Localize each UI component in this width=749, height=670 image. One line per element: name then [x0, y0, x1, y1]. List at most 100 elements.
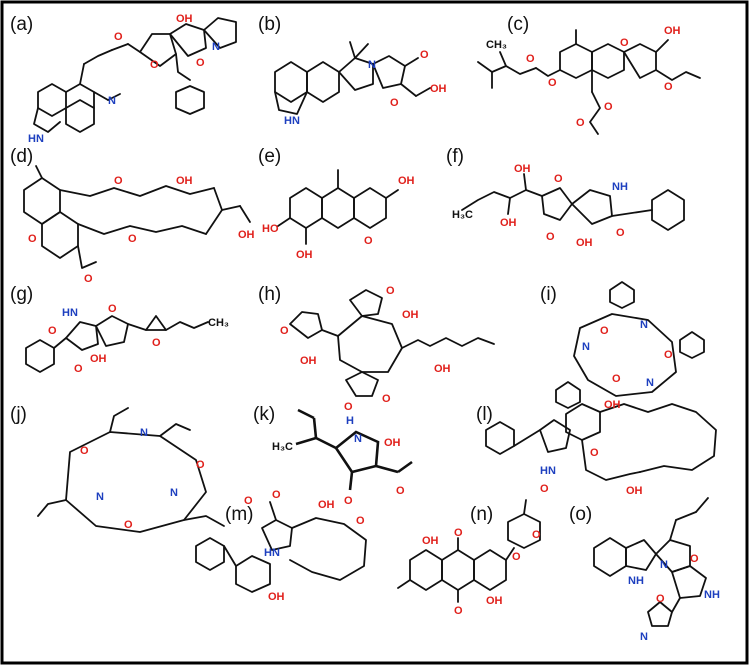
atom-nh-f: NH [612, 181, 628, 193]
panel-label-a: (a) [10, 14, 33, 35]
atom-o-j3: O [124, 519, 133, 531]
atom-o-c2: O [548, 77, 557, 89]
structure-f: (f) OH OH O NH O OH O H₃C [446, 146, 685, 249]
atom-oh-a: OH [176, 13, 193, 25]
structure-l: (l) HN O OH O OH [476, 399, 717, 497]
atom-oh-h1: OH [300, 355, 317, 367]
atom-o-e: O [364, 235, 373, 247]
atom-o-a3: O [196, 57, 205, 69]
panel-label-l: (l) [476, 404, 493, 425]
structure-a: (a) HN N O O O OH N [10, 13, 237, 145]
atom-hn-g: HN [62, 307, 78, 319]
atom-o-d3: O [128, 233, 137, 245]
atom-oh-m1: OH [318, 499, 335, 511]
atom-hn-m: HN [264, 547, 280, 559]
atom-o-g2: O [74, 363, 83, 375]
atom-nh-a: HN [28, 133, 44, 145]
atom-o-d4: O [84, 273, 93, 285]
atom-o-o1: O [690, 553, 699, 565]
atom-o-n1: O [454, 527, 463, 539]
atom-o-m2: O [272, 489, 281, 501]
atom-h3c-k: H₃C [272, 441, 293, 453]
structure-o: (o) NH N O NH O N [569, 497, 720, 643]
structure-i: (i) N N N O O O [540, 281, 705, 409]
atom-o-n3: O [512, 551, 521, 563]
structure-n: (n) OH O O OH O O [397, 499, 541, 617]
atom-oh-b: OH [430, 83, 447, 95]
atom-n-i2: N [582, 341, 590, 353]
atom-nh-j3: N [170, 487, 178, 499]
panel-label-n: (n) [470, 504, 493, 525]
atom-nh-b: HN [284, 115, 300, 127]
atom-nh-j1: N [140, 427, 148, 439]
structure-b: (b) HN N O O OH [258, 14, 447, 127]
atom-o-m3: O [356, 515, 365, 527]
atom-o-f1: O [554, 173, 563, 185]
atom-oh-d1: OH [176, 175, 193, 187]
panel-label-b: (b) [258, 14, 281, 35]
atom-oh-f3: OH [576, 237, 593, 249]
structure-g: (g) HN O O OH O O CH₃ [10, 284, 229, 375]
atom-n-a2: N [212, 41, 220, 53]
panel-label-o: (o) [569, 504, 592, 525]
atom-oh-d2: OH [238, 229, 255, 241]
structure-e: (e) OH HO O OH [258, 146, 415, 261]
atom-n-k: N [354, 433, 362, 445]
atom-ho-e: HO [262, 223, 279, 235]
atom-o-j1: O [80, 445, 89, 457]
panel-label-f: (f) [446, 146, 464, 167]
structure-m: (m) O O OH O HN OH [195, 489, 367, 603]
structure-c: (c) CH₃ O O O OH O O O [477, 14, 701, 135]
atom-nh-j2: N [96, 491, 104, 503]
atom-o-f3: O [616, 227, 625, 239]
structure-d: (d) O O OH O OH O [10, 146, 255, 285]
atom-n-a: N [108, 95, 116, 107]
atom-o-f2: O [546, 231, 555, 243]
atom-o-l2: O [590, 447, 599, 459]
atom-o-k1: O [344, 495, 353, 507]
atom-n-o1: N [660, 559, 668, 571]
structure-h: (h) O OH O OH OH O O [258, 284, 495, 413]
atom-o-c5: O [604, 101, 613, 113]
atom-hn-l: HN [540, 465, 556, 477]
atom-oh-e2: OH [296, 249, 313, 261]
atom-n-o2: N [640, 631, 648, 643]
atom-oh-m2: OH [268, 591, 285, 603]
atom-oh-c: OH [664, 25, 681, 37]
atom-oh-l1: OH [604, 399, 621, 411]
atom-n-i3: N [646, 377, 654, 389]
panel-label-m: (m) [225, 504, 253, 525]
atom-ch3-f: H₃C [452, 209, 473, 221]
panel-label-h: (h) [258, 284, 281, 305]
atom-o-l1: O [540, 483, 549, 495]
atom-o-a2: O [150, 59, 159, 71]
atom-oh-l2: OH [626, 485, 643, 497]
atom-o-n4: O [532, 529, 541, 541]
panel-label-k: (k) [253, 404, 275, 425]
panel-label-g: (g) [10, 284, 33, 305]
atom-o-n2: O [454, 605, 463, 617]
atom-oh-h3: OH [434, 363, 451, 375]
atom-oh-g: OH [90, 353, 107, 365]
atom-oh-n1: OH [422, 535, 439, 547]
atom-o-c6: O [576, 117, 585, 129]
atom-o-h3: O [382, 393, 391, 405]
atom-oh-n2: OH [486, 595, 503, 607]
structure-k: (k) H N OH O O H₃C [253, 404, 413, 507]
panel-label-j: (j) [10, 404, 27, 425]
atom-o-h1: O [280, 325, 289, 337]
atom-o-h2: O [386, 285, 395, 297]
atom-oh-h2: OH [402, 309, 419, 321]
atom-oh-f2: OH [500, 217, 517, 229]
atom-o-o2: O [656, 593, 665, 605]
atom-o-g4: O [152, 337, 161, 349]
atom-oh-f1: OH [514, 163, 531, 175]
atom-n-b: N [368, 59, 376, 71]
atom-ch3-c: CH₃ [486, 39, 507, 51]
atom-o-i1: O [600, 325, 609, 337]
atom-nh-o1: NH [628, 575, 644, 587]
atom-oh-k: OH [384, 437, 401, 449]
atom-ch3-g: CH₃ [208, 317, 229, 329]
